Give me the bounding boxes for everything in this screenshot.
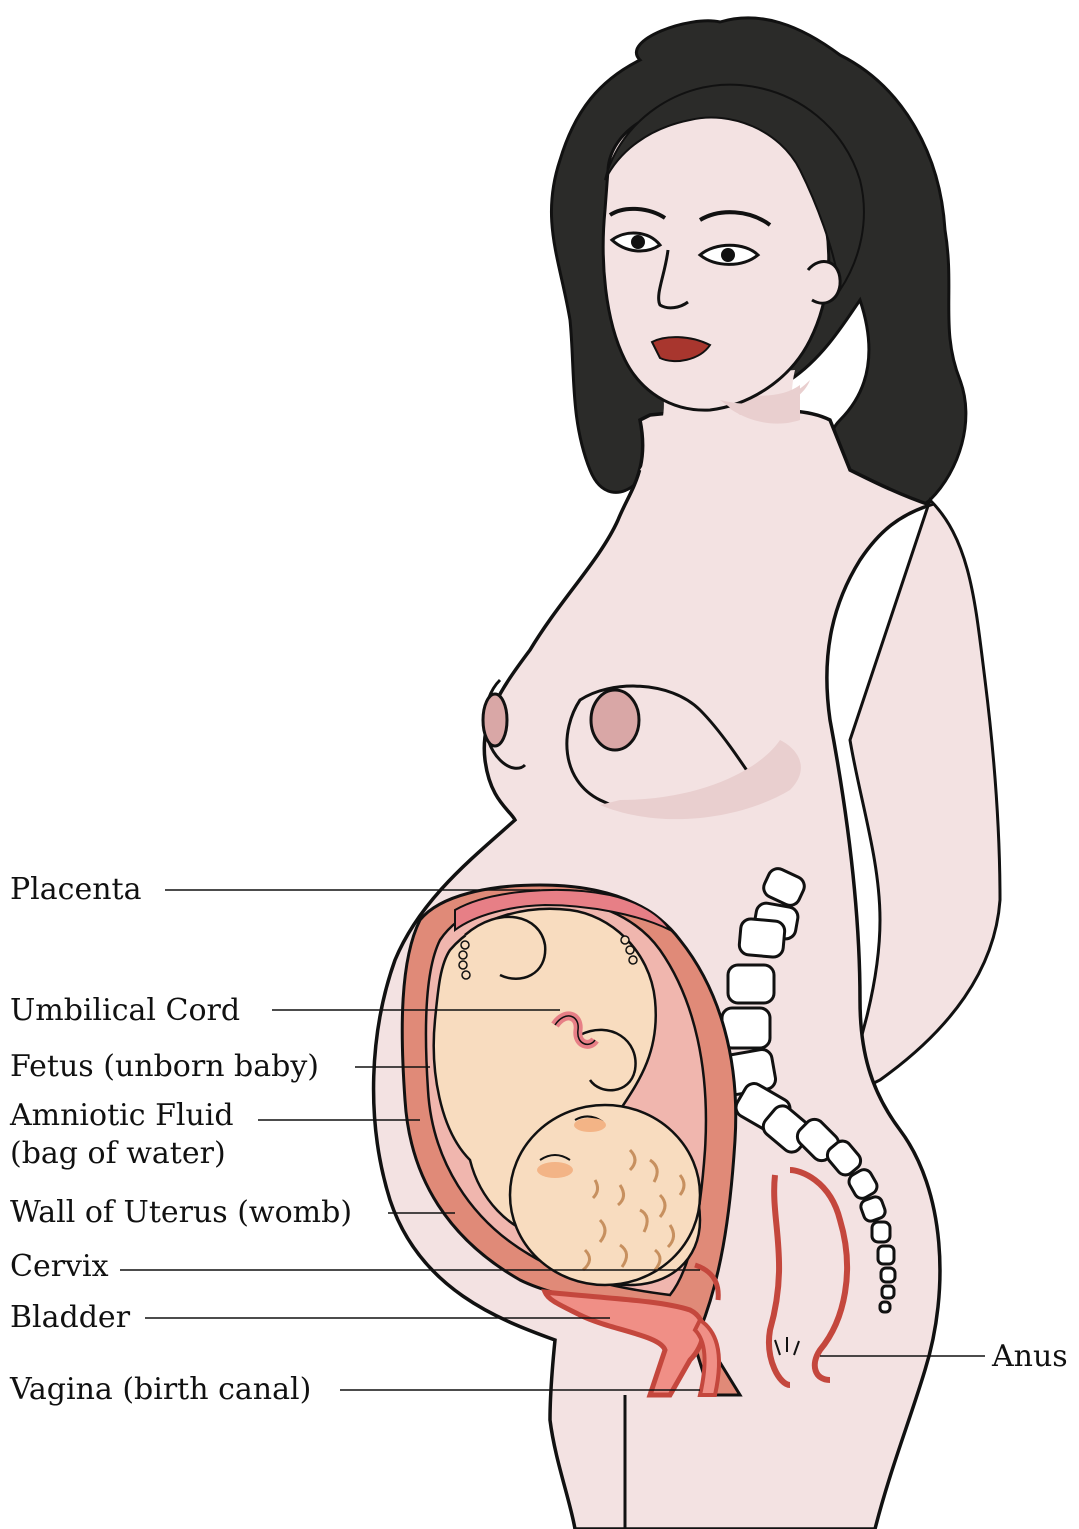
label-bladder: Bladder xyxy=(10,1300,131,1335)
label-cervix: Cervix xyxy=(10,1249,109,1284)
vertebra xyxy=(881,1268,895,1282)
label-placenta: Placenta xyxy=(10,872,142,907)
vertebra xyxy=(728,965,774,1003)
nipple-right xyxy=(591,690,639,750)
vertebra xyxy=(872,1222,890,1242)
fetus-cheek xyxy=(537,1162,573,1178)
ear xyxy=(808,262,840,304)
head xyxy=(603,85,864,415)
label-amniotic-fluid-line2: (bag of water) xyxy=(10,1136,226,1171)
vertebra xyxy=(878,1246,894,1264)
label-fetus: Fetus (unborn baby) xyxy=(10,1049,319,1084)
vertebra xyxy=(880,1302,890,1312)
label-anus: Anus xyxy=(991,1339,1068,1374)
label-umbilical-cord: Umbilical Cord xyxy=(10,993,240,1028)
back-arm xyxy=(840,500,1000,1100)
eye-right xyxy=(700,245,758,264)
label-amniotic-fluid-line1: Amniotic Fluid xyxy=(9,1098,234,1133)
vertebra xyxy=(739,918,786,958)
label-wall-of-uterus: Wall of Uterus (womb) xyxy=(10,1195,352,1230)
fetus-cheek-2 xyxy=(574,1118,606,1132)
nipple-left xyxy=(483,694,507,746)
vertebra xyxy=(882,1286,894,1298)
label-vagina: Vagina (birth canal) xyxy=(9,1372,311,1407)
fetus-head xyxy=(510,1105,700,1285)
